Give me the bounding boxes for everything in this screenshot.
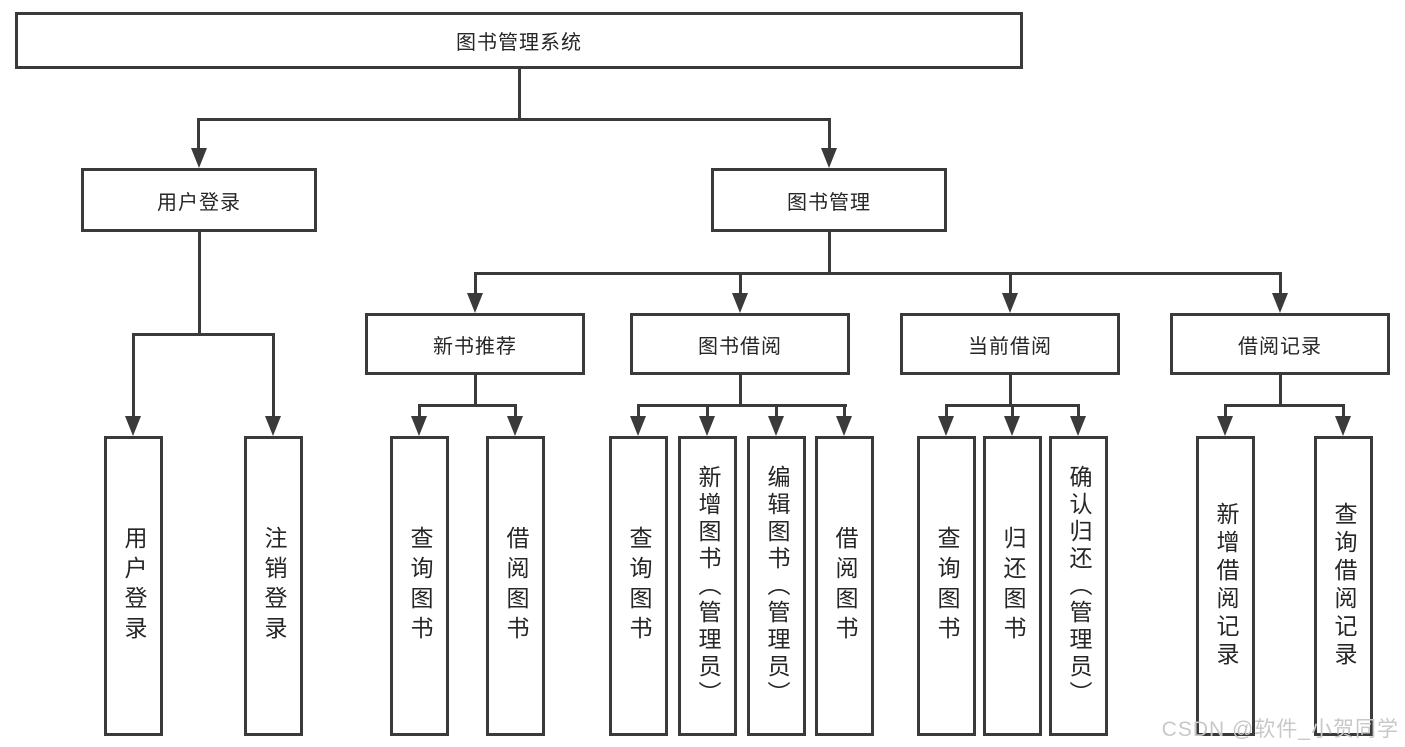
arrow-down-icon (1002, 293, 1018, 313)
node-label: 查询图书 (407, 526, 433, 646)
connector-line (418, 404, 421, 422)
arrow-down-icon (938, 416, 954, 436)
arrow-down-icon (1004, 416, 1020, 436)
connector-line (1342, 404, 1345, 422)
node-label: 图书管理 (787, 191, 871, 214)
arrow-down-icon (821, 148, 837, 168)
leaf-query-borrow-record: 查询借阅记录 (1314, 436, 1373, 736)
arrow-down-icon (411, 416, 427, 436)
arrow-down-icon (125, 416, 141, 436)
connector-line (1009, 375, 1012, 407)
connector-line (637, 404, 847, 407)
node-label: 用户登录 (157, 191, 241, 214)
arrow-down-icon (732, 293, 748, 313)
arrow-down-icon (507, 416, 523, 436)
connector-line (514, 404, 517, 422)
connector-line (1077, 404, 1080, 422)
connector-line (132, 333, 275, 336)
node-label: 查询图书 (626, 526, 652, 646)
node-label: 当前借阅 (968, 335, 1052, 358)
node-label: 新增图书（管理员） (695, 464, 721, 708)
arrow-down-icon (630, 416, 646, 436)
leaf-query-books-recommend: 查询图书 (390, 436, 449, 736)
node-label: 借阅图书 (832, 526, 858, 646)
arrow-down-icon (1335, 416, 1351, 436)
node-book-management: 图书管理 (711, 168, 947, 232)
connector-line (518, 69, 521, 120)
connector-line (828, 118, 831, 152)
leaf-borrow-books: 借阅图书 (815, 436, 874, 736)
node-current-borrowing: 当前借阅 (900, 313, 1120, 375)
node-label: 图书借阅 (698, 335, 782, 358)
node-label: 归还图书 (1000, 526, 1026, 646)
connector-line (1009, 272, 1012, 297)
leaf-confirm-return-admin: 确认归还（管理员） (1049, 436, 1108, 736)
leaf-add-books-admin: 新增图书（管理员） (678, 436, 737, 736)
node-label: 图书管理系统 (456, 32, 582, 54)
connector-line (197, 118, 200, 152)
leaf-return-books: 归还图书 (983, 436, 1042, 736)
connector-line (1279, 375, 1282, 407)
node-label: 新增借阅记录 (1213, 502, 1239, 670)
node-label: 查询图书 (934, 526, 960, 646)
leaf-logout: 注销登录 (244, 436, 303, 736)
arrow-down-icon (467, 293, 483, 313)
connector-line (1011, 404, 1014, 422)
connector-line (843, 404, 846, 422)
connector-line (198, 118, 831, 121)
leaf-borrow-books-recommend: 借阅图书 (486, 436, 545, 736)
arrow-down-icon (699, 416, 715, 436)
connector-line (198, 232, 201, 336)
arrow-down-icon (836, 416, 852, 436)
connector-line (706, 404, 709, 422)
connector-line (828, 232, 831, 275)
connector-line (1224, 404, 1345, 407)
node-label: 借阅记录 (1238, 335, 1322, 358)
node-label: 借阅图书 (503, 526, 529, 646)
node-new-book-recommendation: 新书推荐 (365, 313, 585, 375)
arrow-down-icon (768, 416, 784, 436)
connector-line (474, 272, 477, 297)
arrow-down-icon (265, 416, 281, 436)
connector-line (775, 404, 778, 422)
node-borrowing-records: 借阅记录 (1170, 313, 1390, 375)
leaf-user-login: 用户登录 (104, 436, 163, 736)
connector-line (474, 272, 1282, 275)
arrow-down-icon (191, 148, 207, 168)
connector-line (637, 404, 640, 422)
connector-line (1224, 404, 1227, 422)
leaf-edit-books-admin: 编辑图书（管理员） (747, 436, 806, 736)
connector-line (739, 375, 742, 407)
node-root-system: 图书管理系统 (15, 12, 1023, 69)
watermark: CSDN @软件_小贺同学 (1161, 718, 1399, 741)
node-label: 确认归还（管理员） (1066, 464, 1092, 708)
connector-line (132, 333, 135, 420)
connector-line (418, 404, 517, 407)
node-label: 编辑图书（管理员） (764, 464, 790, 708)
arrow-down-icon (1217, 416, 1233, 436)
node-label: 用户登录 (121, 526, 147, 646)
node-label: 新书推荐 (433, 335, 517, 358)
leaf-add-borrow-record: 新增借阅记录 (1196, 436, 1255, 736)
node-label: 查询借阅记录 (1331, 502, 1357, 670)
connector-line (739, 272, 742, 297)
arrow-down-icon (1272, 293, 1288, 313)
connector-line (474, 375, 477, 407)
connector-line (945, 404, 948, 422)
node-book-borrowing: 图书借阅 (630, 313, 850, 375)
node-label: 注销登录 (261, 526, 287, 646)
arrow-down-icon (1070, 416, 1086, 436)
leaf-query-books-borrowing: 查询图书 (609, 436, 668, 736)
connector-line (272, 333, 275, 420)
connector-line (1279, 272, 1282, 297)
leaf-query-books-current: 查询图书 (917, 436, 976, 736)
node-user-login: 用户登录 (81, 168, 317, 232)
